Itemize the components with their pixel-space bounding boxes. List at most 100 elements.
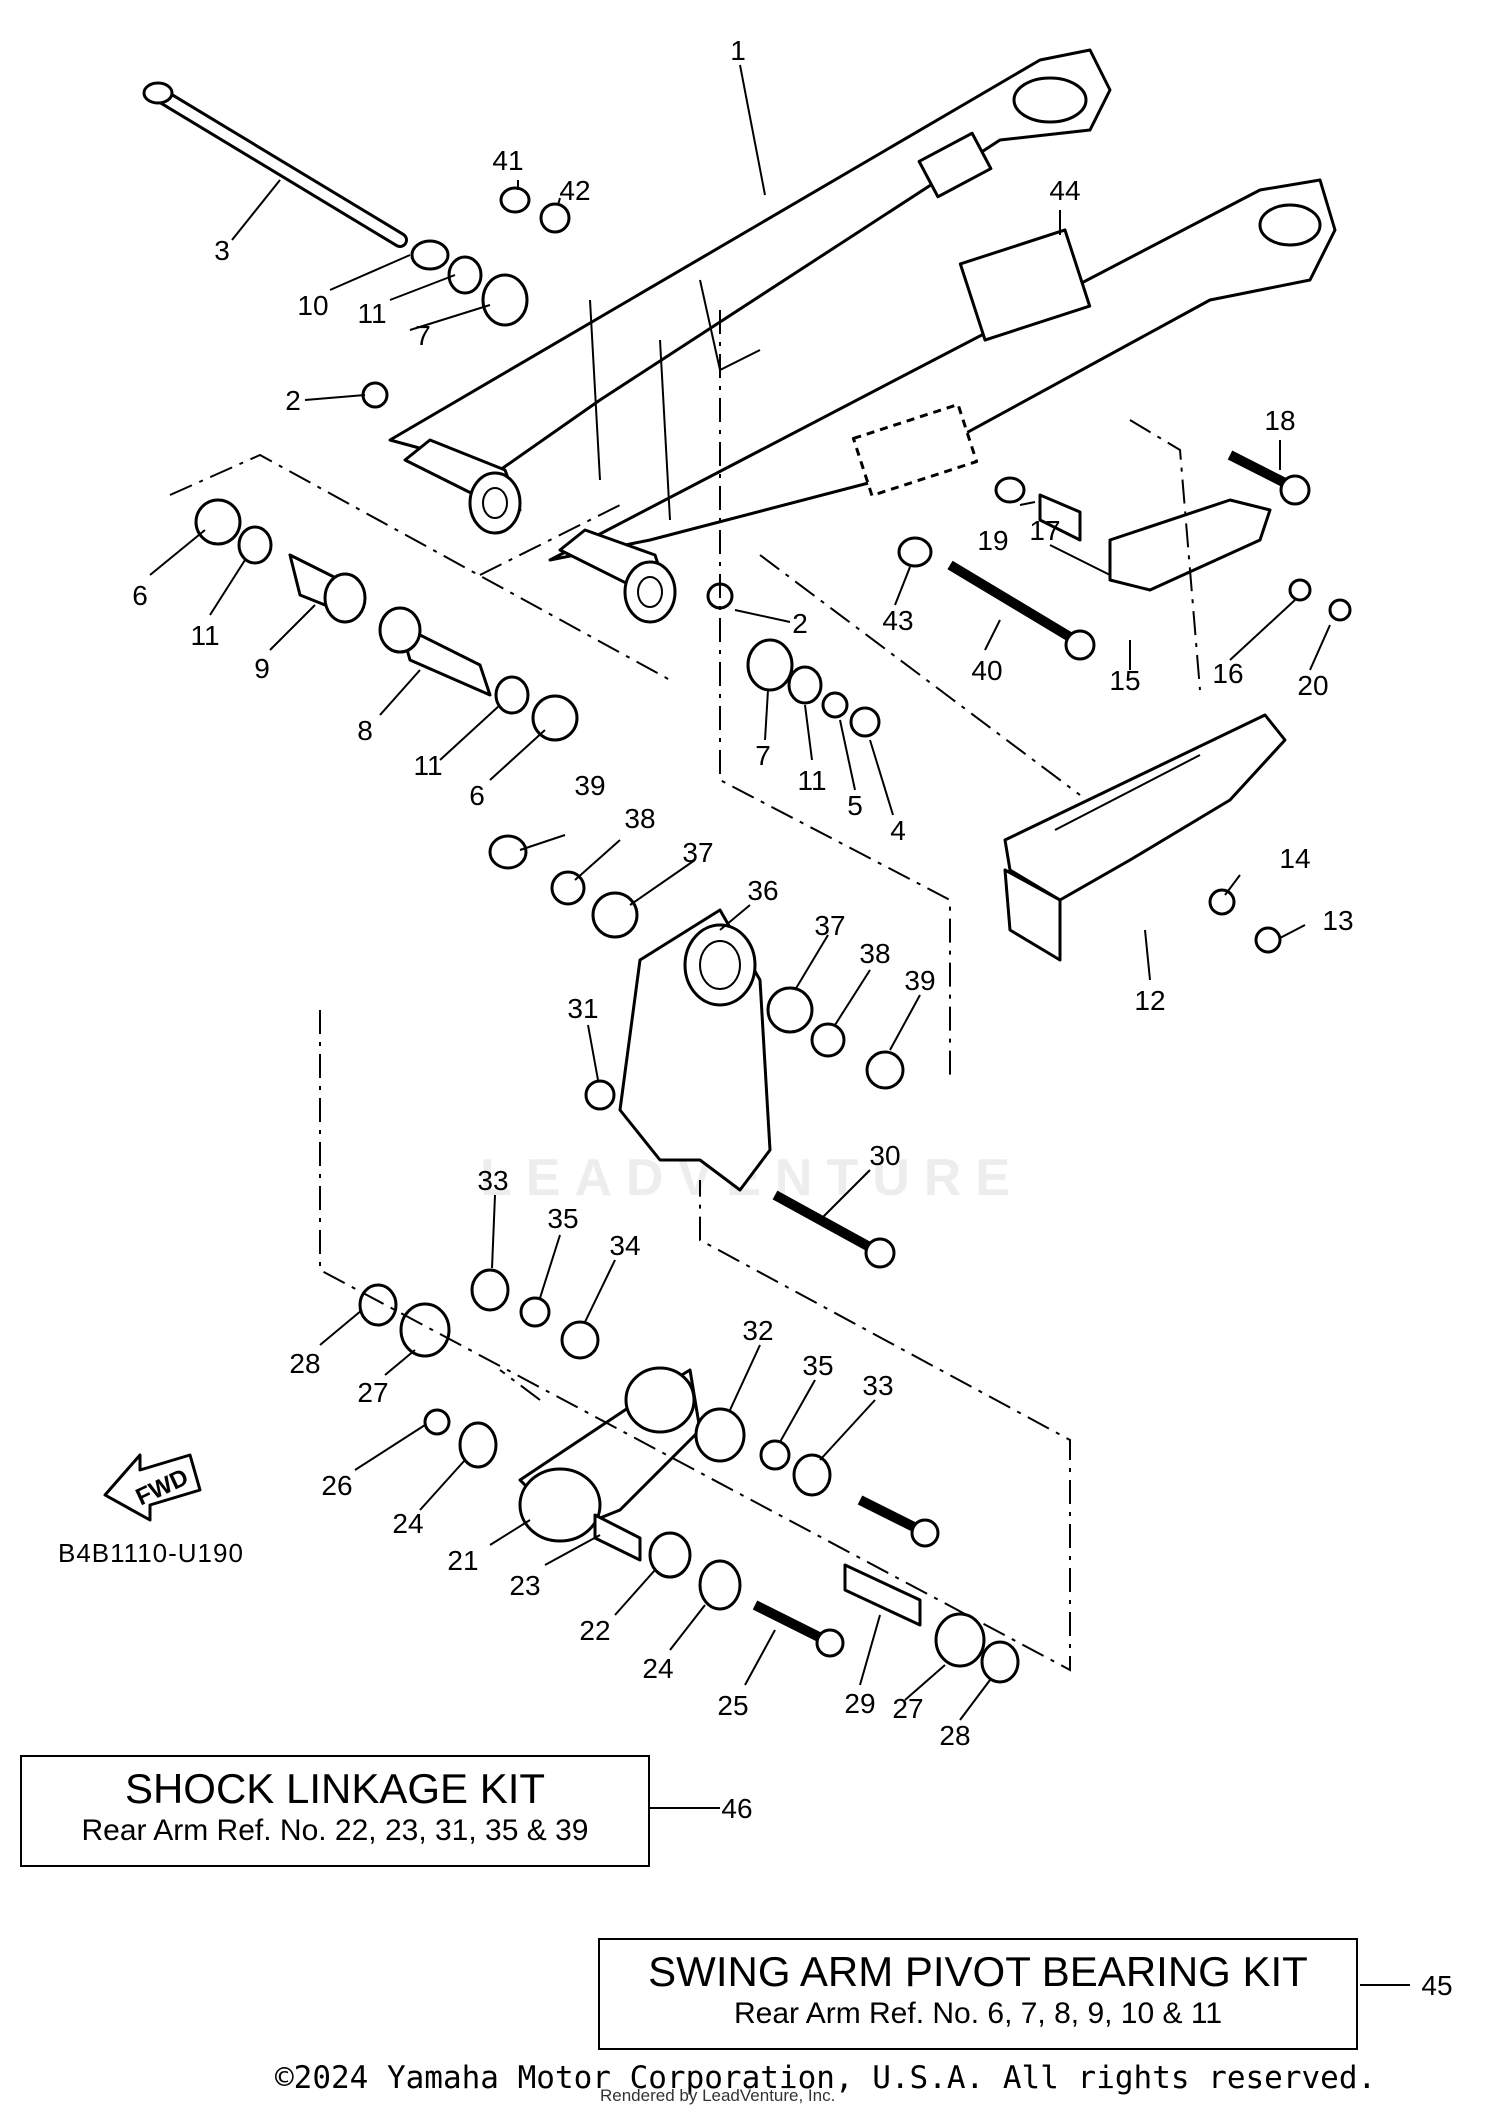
- callout-24[interactable]: 24: [392, 1508, 423, 1539]
- callout-37[interactable]: 37: [814, 910, 845, 941]
- nut-41[interactable]: [499, 186, 531, 214]
- callout-42[interactable]: 42: [559, 175, 590, 206]
- seal-33-top[interactable]: [470, 1268, 510, 1312]
- callout-11[interactable]: 11: [190, 620, 219, 651]
- bearing-37-left[interactable]: [591, 891, 639, 939]
- swing-arm-pivot-kit-box[interactable]: SWING ARM PIVOT BEARING KIT Rear Arm Ref…: [598, 1938, 1358, 2050]
- callout-11[interactable]: 11: [797, 765, 826, 796]
- callout-45[interactable]: 45: [1421, 1970, 1452, 2001]
- chain-slider[interactable]: [1003, 713, 1287, 962]
- pivot-boss-left[interactable]: [403, 438, 522, 535]
- callout-32[interactable]: 32: [742, 1315, 773, 1346]
- callout-18[interactable]: 18: [1264, 405, 1295, 436]
- callout-17[interactable]: 17: [1029, 515, 1060, 546]
- callout-38[interactable]: 38: [624, 803, 655, 834]
- bolt-13[interactable]: [1254, 926, 1282, 954]
- collar-19[interactable]: [994, 476, 1026, 504]
- callout-15[interactable]: 15: [1109, 665, 1140, 696]
- seal-11-lower[interactable]: [494, 675, 530, 715]
- washer-5[interactable]: [821, 691, 849, 719]
- callout-26[interactable]: 26: [321, 1470, 352, 1501]
- callout-3[interactable]: 3: [214, 235, 230, 266]
- callout-40[interactable]: 40: [971, 655, 1002, 686]
- callout-28[interactable]: 28: [289, 1348, 320, 1379]
- seal-11-right[interactable]: [787, 665, 823, 705]
- callout-29[interactable]: 29: [844, 1688, 875, 1719]
- callout-41[interactable]: 41: [492, 145, 523, 176]
- callout-10[interactable]: 10: [297, 290, 328, 321]
- nut-31[interactable]: [584, 1079, 616, 1111]
- pivot-collar-10[interactable]: [410, 239, 450, 271]
- callout-13[interactable]: 13: [1322, 905, 1353, 936]
- pivot-seal-11-top[interactable]: [447, 255, 483, 295]
- collar-23[interactable]: [593, 1513, 642, 1562]
- seal-24-top[interactable]: [458, 1421, 498, 1469]
- seal-33-lower[interactable]: [792, 1453, 832, 1497]
- bolt-unlabeled[interactable]: [857, 1495, 940, 1548]
- callout-30[interactable]: 30: [869, 1140, 900, 1171]
- seal-28-top[interactable]: [358, 1283, 398, 1327]
- bearing-22[interactable]: [648, 1531, 692, 1579]
- washer-43[interactable]: [897, 536, 933, 568]
- callout-31[interactable]: 31: [567, 993, 598, 1024]
- collar-16[interactable]: [1288, 578, 1312, 602]
- callout-12[interactable]: 12: [1134, 985, 1165, 1016]
- bearing-7-lower[interactable]: [746, 638, 794, 692]
- washer-35-top[interactable]: [519, 1296, 551, 1328]
- callout-2[interactable]: 2: [792, 608, 808, 639]
- nut-4[interactable]: [849, 706, 881, 738]
- callout-7[interactable]: 7: [755, 740, 771, 771]
- collar-14[interactable]: [1208, 888, 1236, 916]
- bushing-9[interactable]: [288, 553, 367, 624]
- callout-36[interactable]: 36: [747, 875, 778, 906]
- washer-42[interactable]: [539, 202, 571, 234]
- callout-39[interactable]: 39: [574, 770, 605, 801]
- callout-37[interactable]: 37: [682, 837, 713, 868]
- spacer-17[interactable]: [1038, 493, 1082, 542]
- bolt-40[interactable]: [947, 560, 1096, 661]
- callout-35[interactable]: 35: [802, 1350, 833, 1381]
- callout-16[interactable]: 16: [1212, 658, 1243, 689]
- swing-arm[interactable]: [388, 48, 1337, 562]
- callout-1[interactable]: 1: [730, 35, 746, 66]
- collar-39-left[interactable]: [488, 834, 528, 870]
- callout-8[interactable]: 8: [357, 715, 373, 746]
- washer-35-lower[interactable]: [759, 1439, 791, 1471]
- pivot-bearing-7-top[interactable]: [481, 273, 529, 327]
- callout-22[interactable]: 22: [579, 1615, 610, 1646]
- callout-28[interactable]: 28: [939, 1720, 970, 1751]
- bearing-32[interactable]: [694, 1407, 746, 1463]
- callout-34[interactable]: 34: [609, 1230, 640, 1261]
- bolt-2-top[interactable]: [361, 381, 389, 409]
- callout-24[interactable]: 24: [642, 1653, 673, 1684]
- callout-6[interactable]: 6: [132, 580, 148, 611]
- bearing-37-right[interactable]: [766, 986, 814, 1034]
- callout-27[interactable]: 27: [357, 1377, 388, 1408]
- seal-24-lower[interactable]: [698, 1559, 742, 1611]
- collar-29[interactable]: [843, 1563, 922, 1627]
- bushing-8[interactable]: [378, 606, 492, 697]
- callout-5[interactable]: 5: [847, 790, 863, 821]
- callout-6[interactable]: 6: [469, 780, 485, 811]
- pivot-shaft[interactable]: [142, 81, 408, 248]
- seal-38-right[interactable]: [810, 1022, 846, 1058]
- callout-44[interactable]: 44: [1049, 175, 1080, 206]
- nut-26[interactable]: [423, 1408, 451, 1436]
- collar-39-right[interactable]: [865, 1050, 905, 1090]
- callout-35[interactable]: 35: [547, 1203, 578, 1234]
- bolt-25[interactable]: [752, 1600, 845, 1658]
- chain-guide-15[interactable]: [1108, 498, 1272, 592]
- callout-20[interactable]: 20: [1297, 670, 1328, 701]
- collar-6-lower[interactable]: [531, 694, 579, 742]
- shock-linkage-kit-box[interactable]: SHOCK LINKAGE KIT Rear Arm Ref. No. 22, …: [20, 1755, 650, 1867]
- callout-27[interactable]: 27: [892, 1693, 923, 1724]
- callout-43[interactable]: 43: [882, 605, 913, 636]
- callout-38[interactable]: 38: [859, 938, 890, 969]
- callout-14[interactable]: 14: [1279, 843, 1310, 874]
- seal-11-left[interactable]: [237, 525, 273, 565]
- collar-6-left[interactable]: [194, 498, 242, 546]
- bearing-27-top[interactable]: [399, 1302, 451, 1358]
- callout-46[interactable]: 46: [721, 1793, 752, 1824]
- callout-4[interactable]: 4: [890, 815, 906, 846]
- callout-19[interactable]: 19: [977, 525, 1008, 556]
